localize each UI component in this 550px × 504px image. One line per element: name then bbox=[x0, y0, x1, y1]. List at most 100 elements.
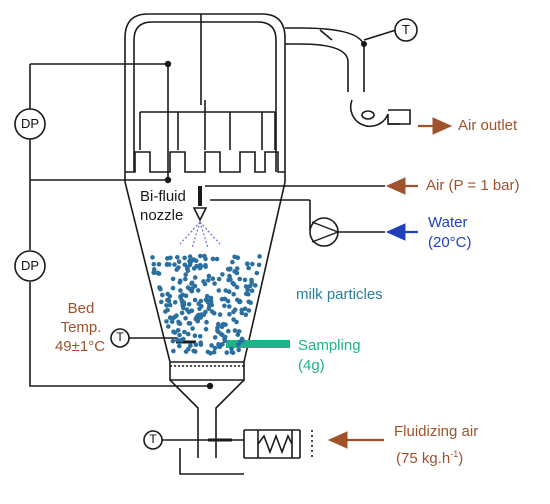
milk-particle bbox=[177, 332, 182, 338]
milk-particle bbox=[224, 350, 230, 355]
milk-particle bbox=[231, 292, 236, 297]
drying-chamber bbox=[124, 172, 286, 381]
milk-particle bbox=[220, 272, 225, 277]
milk-particle bbox=[203, 263, 208, 268]
milk-particle bbox=[218, 331, 224, 337]
milk-particle bbox=[185, 266, 190, 272]
milk-particle bbox=[234, 284, 240, 290]
milk-particle bbox=[185, 285, 191, 290]
milk-particle bbox=[169, 319, 175, 325]
fluidizing-air-label-line2: (75 kg.h-1) bbox=[396, 449, 464, 467]
milk-particle bbox=[243, 291, 249, 297]
milk-particle bbox=[155, 270, 160, 276]
temp-sensor-inlet bbox=[143, 430, 163, 450]
milk-particle bbox=[160, 292, 165, 298]
milk-particle bbox=[164, 303, 169, 308]
milk-particle bbox=[212, 281, 217, 286]
milk-particle bbox=[190, 326, 195, 331]
milk-particle bbox=[249, 288, 255, 294]
milk-particle bbox=[208, 298, 214, 303]
milk-particle bbox=[187, 258, 192, 264]
milk-particle bbox=[222, 334, 228, 340]
milk-particle bbox=[223, 288, 229, 293]
milk-particle bbox=[210, 276, 216, 282]
t-inlet-label: T bbox=[149, 432, 157, 446]
milk-particle bbox=[225, 298, 231, 304]
milk-particle bbox=[216, 342, 221, 347]
milk-particle bbox=[206, 273, 212, 279]
sampling-port bbox=[226, 340, 290, 348]
milk-particle bbox=[170, 338, 176, 344]
milk-particle bbox=[181, 305, 186, 311]
milk-particle bbox=[242, 306, 248, 312]
milk-particle bbox=[178, 288, 183, 293]
milk-particle bbox=[156, 262, 162, 267]
milk-particle bbox=[187, 321, 193, 326]
milk-particle bbox=[227, 273, 232, 279]
milk-particle bbox=[216, 288, 222, 293]
temp-sensor-outlet bbox=[394, 18, 418, 42]
milk-particle bbox=[176, 259, 182, 265]
milk-particle bbox=[210, 256, 216, 262]
milk-particle bbox=[236, 347, 241, 353]
milk-particle bbox=[207, 303, 212, 309]
milk-particle bbox=[227, 312, 232, 317]
milk-particle bbox=[182, 329, 187, 335]
milk-particle bbox=[167, 315, 173, 320]
milk-particle bbox=[166, 324, 171, 329]
milk-particles-label: milk particles bbox=[296, 286, 383, 303]
milk-particle bbox=[219, 324, 225, 329]
milk-particle bbox=[164, 261, 170, 267]
milk-particle bbox=[174, 267, 179, 272]
bed-temp-label-line2: Temp. bbox=[60, 319, 102, 336]
milk-particle bbox=[151, 270, 157, 276]
milk-particle bbox=[236, 329, 242, 334]
fluidizing-air-label-line1: Fluidizing air bbox=[394, 423, 479, 440]
milk-particle bbox=[201, 312, 207, 318]
milk-particle bbox=[159, 299, 164, 305]
milk-particle bbox=[192, 297, 198, 303]
milk-particle bbox=[212, 335, 218, 340]
sampling-label-line2: (4g) bbox=[298, 357, 325, 374]
milk-particle bbox=[198, 253, 203, 259]
milk-particle bbox=[178, 278, 183, 284]
milk-particle bbox=[225, 266, 231, 272]
bed-temp-label-line1: Bed bbox=[67, 300, 95, 317]
milk-particle bbox=[186, 346, 191, 352]
milk-particle bbox=[201, 279, 206, 284]
milk-particle bbox=[227, 304, 232, 309]
bed-temp-label-line3: 49±1°C bbox=[54, 338, 106, 355]
milk-particle bbox=[179, 310, 185, 316]
milk-particle bbox=[204, 319, 209, 325]
milk-particle bbox=[211, 311, 217, 316]
milk-particle bbox=[195, 288, 201, 293]
air-outlet-label: Air outlet bbox=[458, 117, 518, 134]
milk-particle bbox=[170, 285, 176, 291]
milk-particle bbox=[232, 328, 238, 333]
milk-particle bbox=[237, 276, 242, 282]
milk-particle bbox=[246, 308, 252, 313]
milk-particle bbox=[164, 319, 169, 324]
milk-particle bbox=[165, 307, 170, 313]
milk-particle bbox=[197, 334, 203, 339]
air-inlet-label: Air (P = 1 bar) bbox=[426, 177, 520, 194]
milk-particle bbox=[186, 309, 192, 315]
milk-particle bbox=[194, 263, 199, 269]
milk-particle bbox=[175, 328, 181, 333]
milk-particle bbox=[183, 272, 188, 277]
milk-particle bbox=[215, 325, 220, 331]
milk-particle bbox=[186, 302, 192, 307]
milk-particle bbox=[175, 254, 180, 260]
milk-particle bbox=[150, 255, 155, 260]
water-label-line2: (20°C) bbox=[428, 234, 472, 251]
milk-particle bbox=[183, 276, 188, 282]
milk-particle bbox=[172, 330, 178, 335]
milk-particle bbox=[192, 275, 198, 280]
milk-particle bbox=[166, 297, 171, 303]
nozzle-label-line1: Bi-fluid bbox=[140, 188, 186, 205]
milk-particle bbox=[230, 280, 235, 286]
milk-particle bbox=[237, 299, 242, 305]
water-label-line1: Water bbox=[428, 214, 468, 231]
milk-particle bbox=[197, 262, 203, 268]
